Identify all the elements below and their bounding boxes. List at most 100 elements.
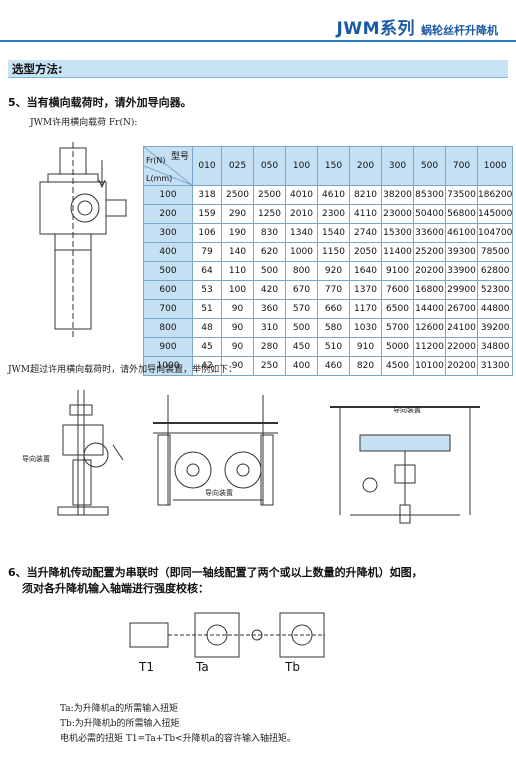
load-value-cell: 250 bbox=[253, 356, 286, 376]
load-value-cell: 79 bbox=[192, 242, 222, 262]
load-value-cell: 145000 bbox=[476, 204, 514, 224]
row-length-cell: 800 bbox=[143, 318, 193, 338]
load-value-cell: 4010 bbox=[285, 185, 318, 205]
row-length-cell: 700 bbox=[143, 299, 193, 319]
load-value-cell: 770 bbox=[317, 280, 350, 300]
model-header: 150 bbox=[317, 146, 350, 186]
model-header: 500 bbox=[413, 146, 446, 186]
guide-example-3 bbox=[330, 406, 480, 524]
load-value-cell: 33600 bbox=[413, 223, 446, 243]
row-length-cell: 500 bbox=[143, 261, 193, 281]
load-value-cell: 64 bbox=[192, 261, 222, 281]
load-value-cell: 33900 bbox=[445, 261, 478, 281]
load-value-cell: 140 bbox=[221, 242, 254, 262]
table-corner: 型号 Fr(N) L(mm) bbox=[143, 146, 193, 186]
load-value-cell: 50400 bbox=[413, 204, 446, 224]
load-value-cell: 2500 bbox=[253, 185, 286, 205]
load-value-cell: 360 bbox=[253, 299, 286, 319]
load-value-cell: 1370 bbox=[349, 280, 382, 300]
model-header: 700 bbox=[445, 146, 478, 186]
load-value-cell: 1030 bbox=[349, 318, 382, 338]
load-value-cell: 48 bbox=[192, 318, 222, 338]
load-value-cell: 110 bbox=[221, 261, 254, 281]
load-value-cell: 14400 bbox=[413, 299, 446, 319]
load-value-cell: 20200 bbox=[445, 356, 478, 376]
model-header: 200 bbox=[349, 146, 382, 186]
header-title: JWM系列 bbox=[336, 19, 415, 39]
guide-label-3: 导向装置 bbox=[393, 406, 421, 414]
load-value-cell: 570 bbox=[285, 299, 318, 319]
load-value-cell: 910 bbox=[349, 337, 382, 357]
load-value-cell: 25200 bbox=[413, 242, 446, 262]
item6-line2: 须对各升降机输入轴端进行强度校核： bbox=[22, 582, 209, 595]
load-value-cell: 5000 bbox=[381, 337, 414, 357]
load-value-cell: 310 bbox=[253, 318, 286, 338]
load-value-cell: 12600 bbox=[413, 318, 446, 338]
section-title: 选型方法: bbox=[12, 62, 63, 76]
load-value-cell: 38200 bbox=[381, 185, 414, 205]
note-tb: Tb:为升降机b的所需输入扭矩 bbox=[60, 719, 180, 729]
load-value-cell: 22000 bbox=[445, 337, 478, 357]
load-value-cell: 39300 bbox=[445, 242, 478, 262]
label-t1: T1 bbox=[139, 660, 154, 674]
load-value-cell: 78500 bbox=[476, 242, 514, 262]
load-value-cell: 420 bbox=[253, 280, 286, 300]
load-value-cell: 7600 bbox=[381, 280, 414, 300]
load-value-cell: 52300 bbox=[476, 280, 514, 300]
load-value-cell: 20200 bbox=[413, 261, 446, 281]
load-value-cell: 318 bbox=[192, 185, 222, 205]
load-value-cell: 450 bbox=[285, 337, 318, 357]
model-header: 025 bbox=[221, 146, 254, 186]
load-value-cell: 90 bbox=[221, 337, 254, 357]
load-value-cell: 1000 bbox=[285, 242, 318, 262]
item6-line1: 6、当升降机传动配置为串联时（即同一轴线配置了两个或以上数量的升降机）如图， bbox=[8, 566, 423, 579]
item5-title: 5、当有横向载荷时，请外加导向器。 bbox=[8, 96, 192, 109]
row-length-cell: 400 bbox=[143, 242, 193, 262]
load-value-cell: 62800 bbox=[476, 261, 514, 281]
row-length-cell: 100 bbox=[143, 185, 193, 205]
header-subtitle: 蜗轮丝杆升降机 bbox=[421, 24, 498, 37]
load-value-cell: 2500 bbox=[221, 185, 254, 205]
guide-label-1: 导向装置 bbox=[22, 455, 50, 463]
series-drawing bbox=[129, 612, 325, 658]
load-value-cell: 1540 bbox=[317, 223, 350, 243]
model-header: 010 bbox=[192, 146, 222, 186]
load-value-cell: 660 bbox=[317, 299, 350, 319]
load-value-cell: 2010 bbox=[285, 204, 318, 224]
model-header: 300 bbox=[381, 146, 414, 186]
load-value-cell: 510 bbox=[317, 337, 350, 357]
load-value-cell: 2050 bbox=[349, 242, 382, 262]
label-tb: Tb bbox=[285, 660, 300, 674]
load-value-cell: 34800 bbox=[476, 337, 514, 357]
load-value-cell: 186200 bbox=[476, 185, 514, 205]
load-value-cell: 90 bbox=[221, 318, 254, 338]
guide-example-1 bbox=[57, 390, 124, 516]
load-value-cell: 11200 bbox=[413, 337, 446, 357]
load-value-cell: 500 bbox=[285, 318, 318, 338]
load-value-cell: 190 bbox=[221, 223, 254, 243]
load-value-cell: 2300 bbox=[317, 204, 350, 224]
load-value-cell: 800 bbox=[285, 261, 318, 281]
row-length-cell: 200 bbox=[143, 204, 193, 224]
load-value-cell: 6500 bbox=[381, 299, 414, 319]
load-value-cell: 460 bbox=[317, 356, 350, 376]
load-value-cell: 5700 bbox=[381, 318, 414, 338]
load-value-cell: 1250 bbox=[253, 204, 286, 224]
load-value-cell: 24100 bbox=[445, 318, 478, 338]
row-length-cell: 900 bbox=[143, 337, 193, 357]
load-value-cell: 16800 bbox=[413, 280, 446, 300]
page-header: JWM系列 蜗轮丝杆升降机 bbox=[337, 14, 499, 39]
load-value-cell: 400 bbox=[285, 356, 318, 376]
load-value-cell: 31300 bbox=[476, 356, 514, 376]
row-length-cell: 600 bbox=[143, 280, 193, 300]
load-value-cell: 10100 bbox=[413, 356, 446, 376]
load-value-cell: 500 bbox=[253, 261, 286, 281]
load-value-cell: 23000 bbox=[381, 204, 414, 224]
load-value-cell: 4500 bbox=[381, 356, 414, 376]
model-header: 1000 bbox=[476, 146, 514, 186]
